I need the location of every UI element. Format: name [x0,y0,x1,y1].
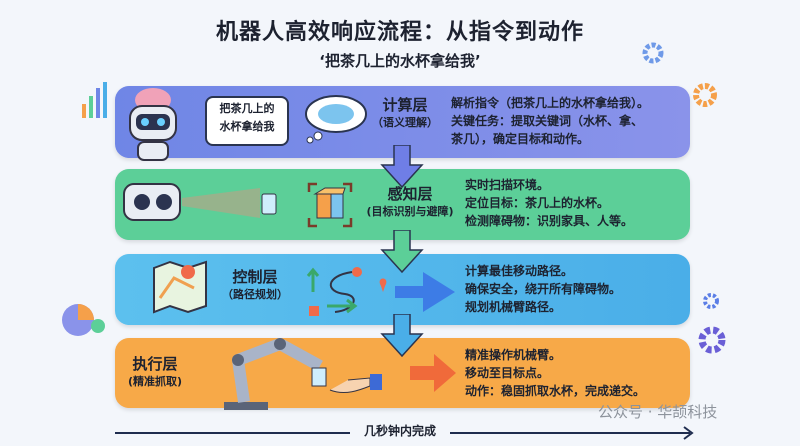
layer-description: 精准操作机械臂。 移动至目标点。 动作：稳固抓取水杯，完成递交。 [465,346,645,400]
gear-icon [642,42,664,64]
layer-label: 控制层 （路径规划） [215,268,295,302]
layer-name: 计算层 [382,96,428,114]
desc-line: 精准操作机械臂。 [465,348,562,362]
layer-subtitle: （路径规划） [222,287,288,301]
desc-line: 确保安全，绕开所有障碍物。 [465,282,622,296]
gear-icon [698,326,726,354]
desc-line: 解析指令（把茶几上的水杯拿给我）。 [451,96,650,110]
layer-name: 感知层 [387,185,433,203]
desc-line: 关键任务：提取关键词（水杯、拿、 [451,114,644,128]
desc-line: 茶几），确定目标和动作。 [451,132,590,146]
desc-line: 检测障碍物：识别家具、人等。 [465,214,634,228]
thought-cloud-icon [305,95,367,144]
layer-description: 实时扫描环境。 定位目标：茶几上的水杯。 检测障碍物：识别家具、人等。 [465,176,633,230]
arrow-down-icon [380,230,424,274]
gear-icon [703,293,719,309]
layer-description: 解析指令（把茶几上的水杯拿给我）。 关键任务：提取关键词（水杯、拿、 茶几），确… [451,94,649,148]
layer-label: 感知层 (目标识别与避障) [355,185,465,219]
robot-scanner-icon [123,183,277,221]
desc-line: 实时扫描环境。 [465,178,550,192]
layer-label: 执行层 (精准抓取) [120,355,190,389]
target-box-icon [307,182,353,228]
arrow-down-icon [380,145,424,189]
layer-subtitle: （语义理解） [372,115,438,129]
timeline-label: 几秒钟内完成 [350,422,450,439]
page-subtitle: ‘把茶几上的水杯拿给我’ [319,52,481,70]
desc-line: 动作：稳固抓取水杯，完成递交。 [465,384,646,398]
pie-chart-icon [62,304,105,336]
desc-line: 移动至目标点。 [465,366,550,380]
bubble-line: 把茶几上的 [219,102,275,115]
gear-icon [693,83,717,107]
layer-subtitle: (目标识别与避障) [366,204,454,218]
robot-head-icon [129,88,177,161]
arrow-down-icon [380,314,424,358]
layer-name: 执行层 [132,355,178,373]
layer-description: 计算最佳移动路径。 确保安全，绕开所有障碍物。 规划机械臂路径。 [465,262,621,316]
watermark: 公众号 · 华颉科技 [598,403,718,421]
bar-chart-icon [82,82,107,118]
bubble-line: 水杯拿给我 [219,120,275,133]
robot-arm-icon [224,338,382,410]
speech-bubble: 把茶几上的 水杯拿给我 [205,96,289,146]
path-planning-icon [306,267,455,316]
desc-line: 定位目标：茶几上的水杯。 [465,196,610,210]
map-icon [153,260,207,314]
desc-line: 计算最佳移动路径。 [465,264,574,278]
timeline-arrowhead-icon [683,426,694,440]
layer-name: 控制层 [232,268,278,286]
layer-subtitle: (精准抓取) [127,374,183,388]
arrow-right-icon [410,354,456,392]
desc-line: 规划机械臂路径。 [465,300,562,314]
layer-label: 计算层 （语义理解） [365,96,445,130]
page-title: 机器人高效响应流程：从指令到动作 [215,20,584,45]
